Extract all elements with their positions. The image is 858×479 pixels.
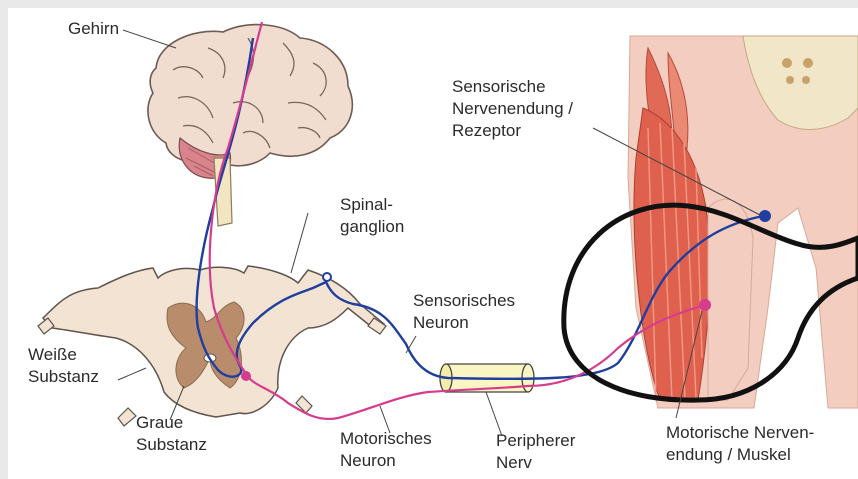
sensory-receptor-dot — [759, 210, 771, 222]
ganglion-cell-body — [323, 273, 331, 281]
label-spinalganglion: Spinal- ganglion — [340, 194, 404, 238]
nervous-system-diagram — [8, 8, 858, 479]
sacrum-hole — [803, 58, 813, 68]
label-weisse-substanz: Weiße Substanz — [28, 344, 99, 388]
motor-cell-body — [241, 371, 251, 381]
label-graue-substanz: Graue Substanz — [136, 412, 207, 456]
diagram-canvas: Gehirn Spinal- ganglion Weiße Substanz G… — [8, 8, 858, 479]
label-motorische-nervenendung: Motorische Nerven- endung / Muskel — [666, 422, 814, 466]
label-sensorisches-neuron: Sensorisches Neuron — [413, 290, 515, 334]
sacrum-hole — [786, 76, 794, 84]
leader-spinalganglion — [291, 213, 308, 273]
label-sensorische-nervenendung: Sensorische Nervenendung / Rezeptor — [452, 76, 573, 142]
label-peripherer-nerv: Peripherer Nerv — [496, 430, 575, 474]
inner-thigh — [708, 199, 753, 400]
motor-endplate-dot — [699, 299, 711, 311]
leader-weisse-substanz — [118, 368, 146, 380]
nerve-root-bottom-left — [118, 408, 136, 426]
sacrum-hole — [782, 58, 792, 68]
sacrum-hole — [802, 76, 810, 84]
label-gehirn: Gehirn — [68, 18, 119, 40]
leader-gehirn — [123, 30, 176, 48]
label-motorisches-neuron: Motorisches Neuron — [340, 428, 432, 472]
